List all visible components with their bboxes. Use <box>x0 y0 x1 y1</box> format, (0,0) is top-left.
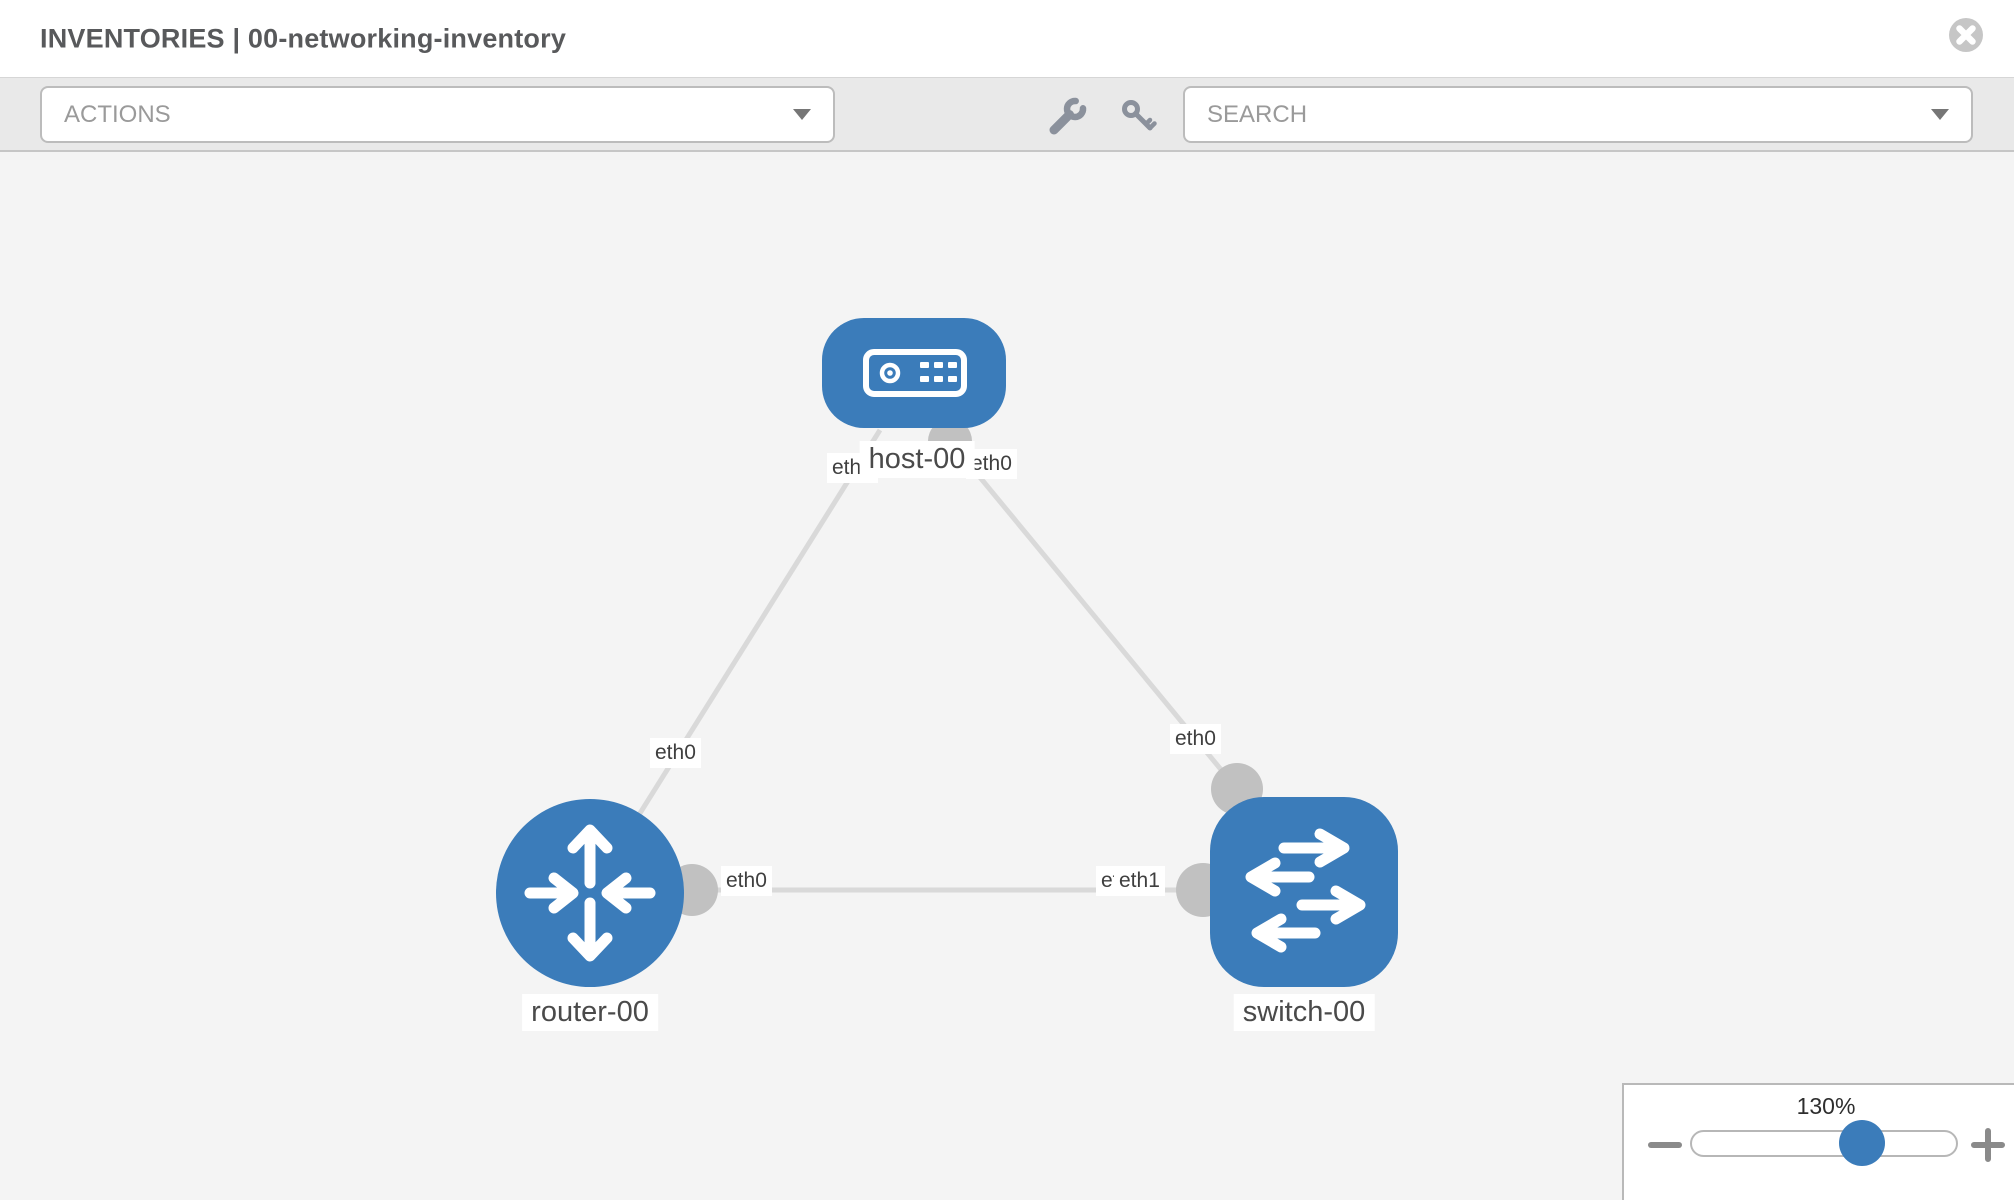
actions-dropdown[interactable]: ACTIONS <box>40 86 835 143</box>
close-icon[interactable] <box>1947 16 1985 54</box>
node-router-00[interactable] <box>496 799 684 987</box>
chevron-down-icon <box>1931 109 1949 120</box>
topology-canvas[interactable]: eth0 eth0 eth0 eth0 eth0 eth0 eth1 host-… <box>0 152 2014 1200</box>
wrench-icon[interactable] <box>1046 94 1090 138</box>
interface-label: eth0 <box>721 866 772 897</box>
chevron-down-icon <box>793 109 811 120</box>
zoom-out-minus-icon[interactable] <box>1648 1135 1682 1160</box>
zoom-in-plus-icon[interactable] <box>1971 1128 2005 1167</box>
zoom-slider-thumb[interactable] <box>1839 1120 1885 1166</box>
interface-label: eth0 <box>966 449 1017 480</box>
host-icon <box>863 349 967 397</box>
zoom-level: 130% <box>1796 1093 1856 1119</box>
node-label-router: router-00 <box>522 994 658 1032</box>
node-switch-00[interactable] <box>1210 797 1398 987</box>
page-title: INVENTORIES | 00-networking-inventory <box>40 23 567 53</box>
node-label-host: host-00 <box>859 441 975 479</box>
page-header: INVENTORIES | 00-networking-inventory <box>0 0 2014 77</box>
interface-label: eth0 <box>650 738 701 769</box>
key-icon[interactable] <box>1116 94 1160 138</box>
interface-label: eth0 <box>1170 724 1221 755</box>
actions-dropdown-label: ACTIONS <box>64 100 171 128</box>
node-host-00[interactable] <box>822 318 1006 428</box>
search-dropdown[interactable]: SEARCH <box>1183 86 1973 143</box>
interface-label: eth1 <box>1114 866 1165 897</box>
router-icon <box>524 824 656 962</box>
search-dropdown-label: SEARCH <box>1207 100 1308 128</box>
zoom-slider-track[interactable] <box>1690 1130 1958 1157</box>
toolbar: ACTIONS SEARCH <box>0 77 2014 152</box>
switch-icon <box>1245 828 1366 953</box>
zoom-control-panel: 130% <box>1622 1083 2014 1200</box>
node-label-switch: switch-00 <box>1233 994 1375 1032</box>
